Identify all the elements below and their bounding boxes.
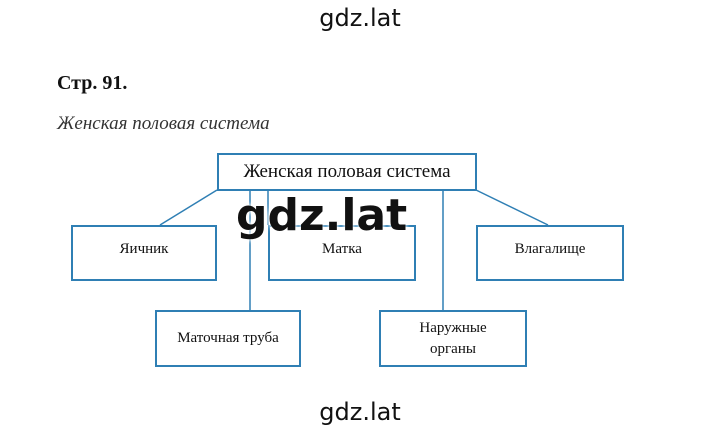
- connector-root-ovary: [159, 189, 218, 226]
- diagram-root-label: Женская половая система: [243, 161, 451, 183]
- connector-root-vagina: [475, 189, 549, 226]
- diagram-node-uterus-label: Матка: [322, 241, 362, 257]
- watermark-top: gdz.lat: [319, 4, 401, 32]
- diagram-node-vagina: Влагалище: [476, 225, 624, 281]
- diagram-node-fallopian-tube-label: Маточная труба: [177, 330, 279, 347]
- diagram-node-ovary-label: Яичник: [119, 241, 169, 257]
- diagram-node-vagina-label: Влагалище: [514, 241, 586, 257]
- watermark-bottom: gdz.lat: [319, 398, 401, 426]
- page-heading: Стр. 91.: [57, 72, 128, 94]
- diagram-node-external-organs: Наружные органы: [379, 310, 527, 367]
- watermark-middle: gdz.lat: [236, 190, 408, 241]
- diagram-node-ovary: Яичник: [71, 225, 217, 281]
- diagram-node-uterus: Матка: [268, 225, 416, 281]
- diagram-root-node: Женская половая система: [217, 153, 477, 191]
- diagram-node-external-organs-label: Наружные органы: [419, 320, 487, 357]
- section-title: Женская половая система: [57, 113, 270, 134]
- diagram-node-fallopian-tube: Маточная труба: [155, 310, 301, 367]
